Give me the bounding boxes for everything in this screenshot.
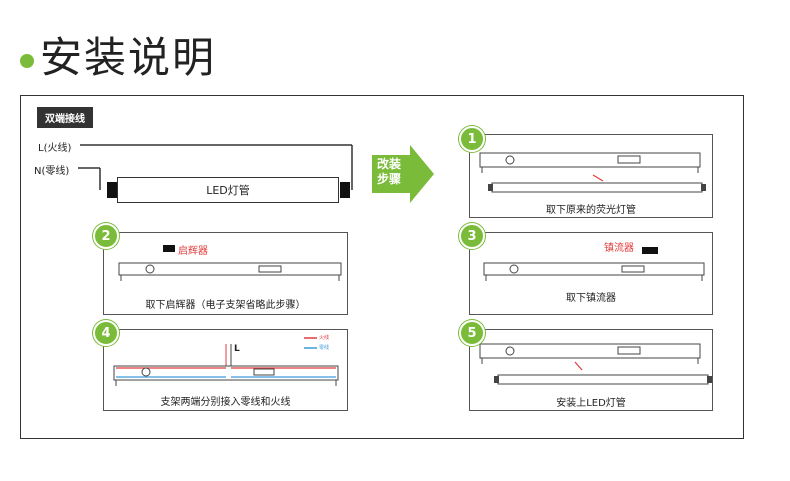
step-4-badge: 4 (93, 320, 119, 346)
step-2-caption: 取下启辉器（电子支架省略此步骤） (145, 300, 306, 311)
mark-l-label: L (234, 344, 240, 354)
step-3-caption: 取下镇流器 (566, 293, 616, 304)
arrow-text: 改装 步骤 (377, 157, 401, 187)
step-1-caption: 取下原来的荧光灯管 (546, 205, 636, 216)
step-4-panel: 火线 零线 L 支架两端分别接入零线和火线 (103, 329, 348, 411)
step-1-badge: 1 (459, 126, 485, 152)
step-2-panel: 启辉器 取下启辉器（电子支架省略此步骤） (103, 232, 348, 315)
page-title: 安装说明 (40, 32, 217, 82)
led-tube: LED灯管 (117, 177, 339, 203)
wiring-tag: 双端接线 (37, 107, 93, 128)
instruction-frame (20, 95, 744, 439)
legend-live-label: 火线 (319, 335, 330, 341)
tube-left-cap (107, 182, 117, 198)
bullet-dot-icon (20, 54, 34, 68)
next-step-arrow-icon (372, 145, 434, 203)
step-5-panel: 安装上LED灯管 (469, 329, 713, 411)
step-3-panel: 镇流器 取下镇流器 (469, 232, 713, 315)
live-wire-label: L(火线) (38, 143, 72, 154)
step-5-caption: 安装上LED灯管 (556, 398, 626, 409)
step-3-badge: 3 (459, 223, 485, 249)
legend-neutral-label: 零线 (319, 345, 330, 351)
led-tube-label: LED灯管 (206, 184, 250, 197)
page-header: 安装说明 (20, 26, 216, 82)
step-4-caption: 支架两端分别接入零线和火线 (160, 397, 291, 408)
arrow-text-line1: 改装 (377, 157, 402, 171)
neutral-wire-label: N(零线) (34, 166, 70, 177)
step-5-badge: 5 (459, 320, 485, 346)
tube-right-cap (340, 182, 350, 198)
ballast-callout: 镇流器 (604, 243, 634, 254)
step-1-panel: 取下原来的荧光灯管 (469, 134, 713, 218)
arrow-text-line2: 步骤 (377, 172, 402, 186)
starter-callout: 启辉器 (178, 246, 208, 257)
step-2-badge: 2 (93, 223, 119, 249)
